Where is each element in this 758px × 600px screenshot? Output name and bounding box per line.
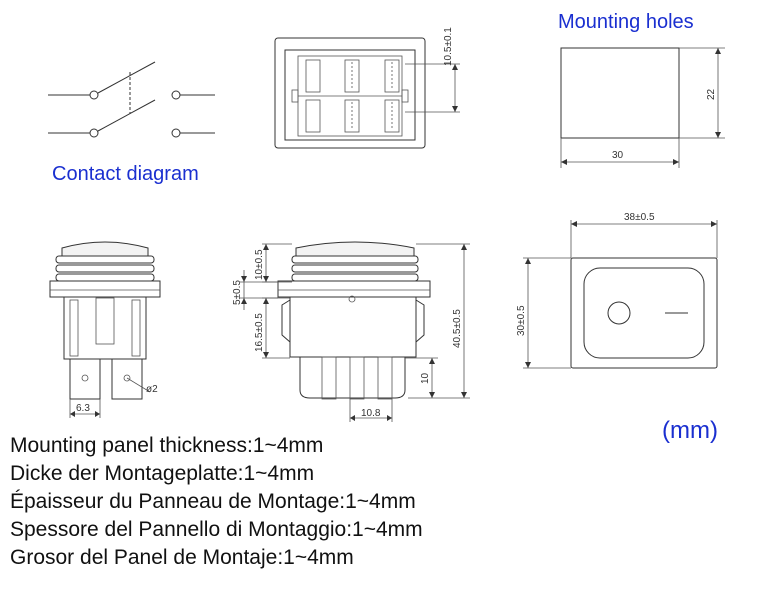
note-italian: Spessore del Pannello di Montaggio:1~4mm <box>10 518 423 541</box>
side-view-dim-body: 16.5±0.5 <box>254 313 265 352</box>
front-view-dim-width: 38±0.5 <box>624 212 655 223</box>
front-view-dim-height: 30±0.5 <box>516 305 527 336</box>
note-french: Épaisseur du Panneau de Montage:1~4mm <box>10 490 416 513</box>
top-view: 10.5±0.1 <box>274 27 460 149</box>
notes-block: Mounting panel thickness:1~4mm Dicke der… <box>10 432 423 572</box>
mounting-holes: Mounting holes 22 30 <box>558 11 725 168</box>
side-view-dim-cap: 10±0.5 <box>254 249 265 280</box>
front-view: 38±0.5 30±0.5 <box>516 212 718 369</box>
note-german: Dicke der Montageplatte:1~4mm <box>10 462 315 485</box>
side-view: 10±0.5 5±0.5 16.5±0.5 40.5±0.5 10 10.8 <box>232 241 470 422</box>
side-view-dim-terminal: 10 <box>420 372 431 384</box>
mounting-holes-dim-width: 30 <box>612 150 624 161</box>
side-view-dim-total: 40.5±0.5 <box>452 309 463 348</box>
side-view-dim-pitch: 10.8 <box>361 408 381 419</box>
mounting-holes-dim-height: 22 <box>706 88 717 100</box>
end-view: ø2 6.3 <box>49 241 161 418</box>
note-english: Mounting panel thickness:1~4mm <box>10 434 324 457</box>
end-view-dim-hole: ø2 <box>146 384 158 395</box>
mounting-holes-label: Mounting holes <box>558 11 694 33</box>
note-spanish: Grosor del Panel de Montaje:1~4mm <box>10 546 354 569</box>
contact-diagram: Contact diagram <box>48 61 215 185</box>
contact-diagram-label: Contact diagram <box>52 163 199 185</box>
top-view-dim-height: 10.5±0.1 <box>443 27 454 66</box>
side-view-dim-step: 5±0.5 <box>232 280 243 305</box>
unit-label: (mm) <box>662 417 718 444</box>
end-view-dim-width: 6.3 <box>76 403 90 414</box>
